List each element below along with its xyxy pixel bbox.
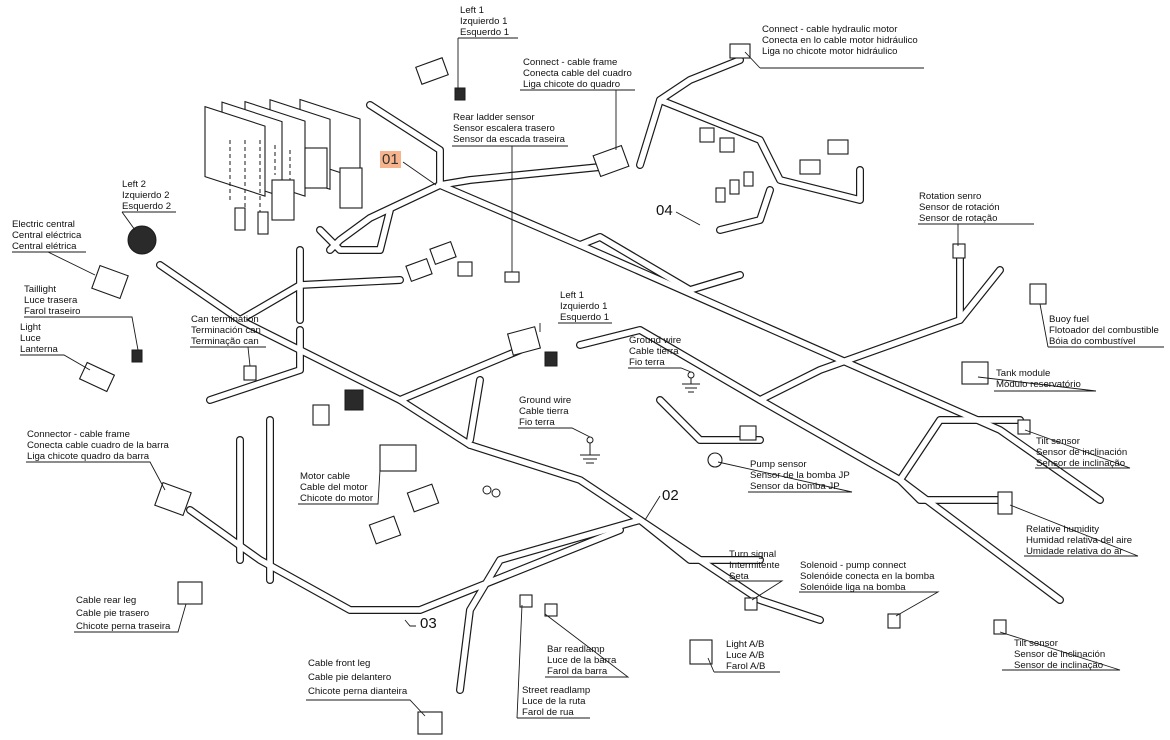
- ref-label-03: 03: [420, 615, 437, 632]
- leader-lines: [12, 37, 1164, 719]
- harness-trunks: [156, 56, 1104, 694]
- ref-label-01: 01: [380, 151, 401, 168]
- connectors: [78, 43, 1047, 735]
- module-stack: [204, 98, 361, 215]
- ref-label-02: 02: [662, 487, 679, 504]
- ref-label-04: 04: [656, 202, 673, 219]
